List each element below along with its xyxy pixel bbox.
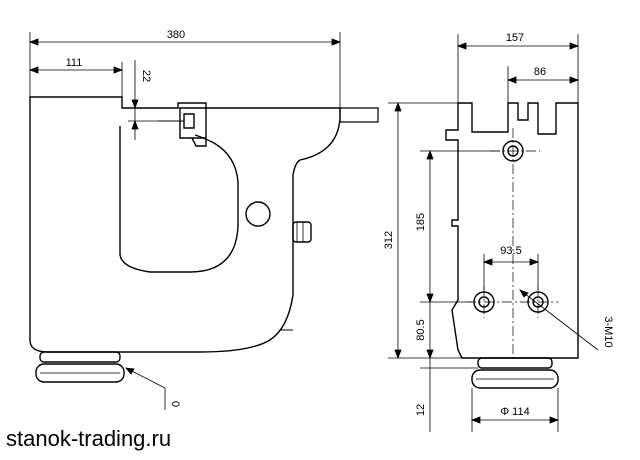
arrowhead (427, 350, 433, 358)
dim-3-m10: 3-M10 (602, 316, 614, 347)
arrowheads (472, 417, 558, 423)
arrowheads (484, 259, 538, 265)
front-view (30, 97, 378, 382)
head-neck (192, 138, 206, 146)
leader-3m10 (520, 290, 598, 350)
arrowheads (395, 103, 401, 358)
dim-111: 111 (66, 57, 83, 69)
dim-185: 185 (415, 213, 427, 231)
dim-157: 157 (506, 32, 524, 44)
dim-312: 312 (383, 231, 395, 249)
tool-holder (184, 114, 194, 128)
leader-base (126, 368, 165, 410)
center-lines (466, 128, 558, 360)
tool-head (180, 108, 206, 138)
side-knob (293, 222, 311, 242)
arrowheads (427, 151, 433, 302)
arrowheads (508, 77, 578, 83)
front-dimensions (30, 32, 340, 410)
arrowheads (30, 39, 340, 45)
dim-380: 380 (167, 29, 185, 41)
side-pulley-top (478, 358, 552, 368)
dim-93-5: 93.5 (500, 245, 521, 257)
dim-22: 22 (140, 70, 152, 82)
pulley-top (40, 352, 120, 362)
side-pulley-bottom (472, 370, 558, 388)
dim-phi-114: Φ 114 (500, 406, 529, 418)
dim-base-mark: 0 (169, 401, 181, 407)
arrowhead (520, 290, 528, 297)
side-dimensions (388, 34, 598, 432)
dim-80-5: 80.5 (415, 319, 427, 340)
body-cavity (120, 126, 238, 272)
arrowhead (126, 368, 134, 374)
rear-shaft (340, 108, 378, 122)
site-watermark: stanok-trading.ru (6, 426, 171, 451)
arrowheads (458, 43, 578, 49)
dim-12: 12 (415, 404, 427, 416)
round-knob (246, 202, 270, 226)
dim-86: 86 (534, 66, 546, 78)
side-outline (446, 103, 578, 358)
arrowheads (30, 67, 122, 73)
pulley-bottom (36, 364, 124, 382)
arrowheads (132, 100, 138, 129)
